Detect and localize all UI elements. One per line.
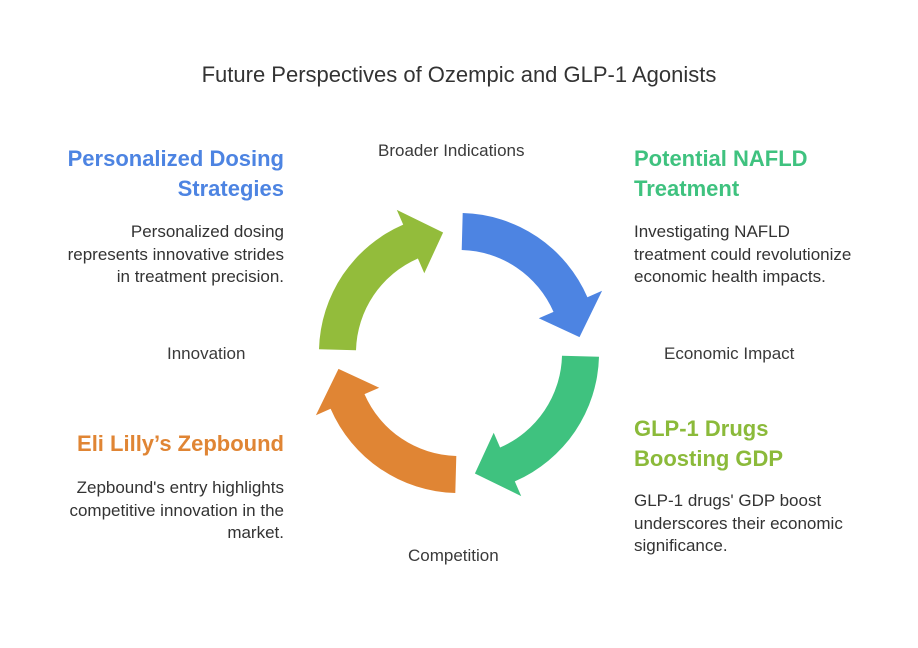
quadrant-heading: GLP-1 Drugs Boosting GDP [634, 414, 904, 474]
quadrant-description: GLP-1 drugs' GDP boost underscores their… [634, 490, 904, 558]
desc-line: underscores their economic [634, 513, 843, 533]
heading-line: GLP-1 Drugs [634, 416, 769, 441]
axis-label-left: Innovation [167, 344, 246, 363]
quadrant-top-right: Potential NAFLD Treatment Investigating … [634, 144, 904, 289]
quadrant-description: Investigating NAFLD treatment could revo… [634, 221, 904, 289]
axis-label-bottom: Competition [408, 546, 499, 565]
heading-line: Treatment [634, 176, 740, 201]
segment-bottom-right [474, 355, 599, 497]
quadrant-top-left: Personalized Dosing Strategies Personali… [20, 144, 284, 289]
diagram-title: Future Perspectives of Ozempic and GLP-1… [201, 62, 717, 87]
desc-line: GLP-1 drugs' GDP boost [634, 491, 822, 510]
desc-line: competitive innovation in the [69, 500, 284, 520]
segment-top-left [319, 209, 444, 351]
desc-line: Personalized dosing [130, 222, 284, 241]
axis-label-top: Broader Indications [378, 141, 525, 160]
desc-line: significance. [634, 536, 728, 555]
quadrant-heading: Eli Lilly’s Zepbound [20, 429, 284, 459]
segment-top-right [461, 213, 603, 338]
desc-line: treatment could revolutionize [634, 244, 852, 264]
quadrant-bottom-right: GLP-1 Drugs Boosting GDP GLP-1 drugs' GD… [634, 414, 904, 558]
desc-line: market. [227, 523, 284, 542]
quadrant-bottom-left: Eli Lilly’s Zepbound Zepbound's entry hi… [20, 429, 284, 545]
desc-line: Zepbound's entry highlights [76, 478, 284, 497]
axis-label-right: Economic Impact [664, 344, 795, 363]
quadrant-heading: Potential NAFLD Treatment [634, 144, 904, 204]
heading-line: Boosting GDP [634, 446, 784, 471]
quadrant-heading: Personalized Dosing Strategies [20, 144, 284, 204]
desc-line: Investigating NAFLD [634, 222, 790, 241]
segment-bottom-left [315, 368, 457, 493]
heading-line: Potential NAFLD [634, 146, 808, 171]
desc-line: represents innovative strides [67, 244, 284, 264]
heading-line: Strategies [177, 176, 284, 201]
heading-line: Personalized Dosing [67, 146, 284, 171]
quadrant-description: Zepbound's entry highlights competitive … [20, 477, 284, 545]
heading-line: Eli Lilly’s Zepbound [77, 431, 284, 456]
quadrant-description: Personalized dosing represents innovativ… [20, 221, 284, 289]
desc-line: economic health impacts. [634, 267, 826, 286]
desc-line: in treatment precision. [116, 267, 284, 286]
